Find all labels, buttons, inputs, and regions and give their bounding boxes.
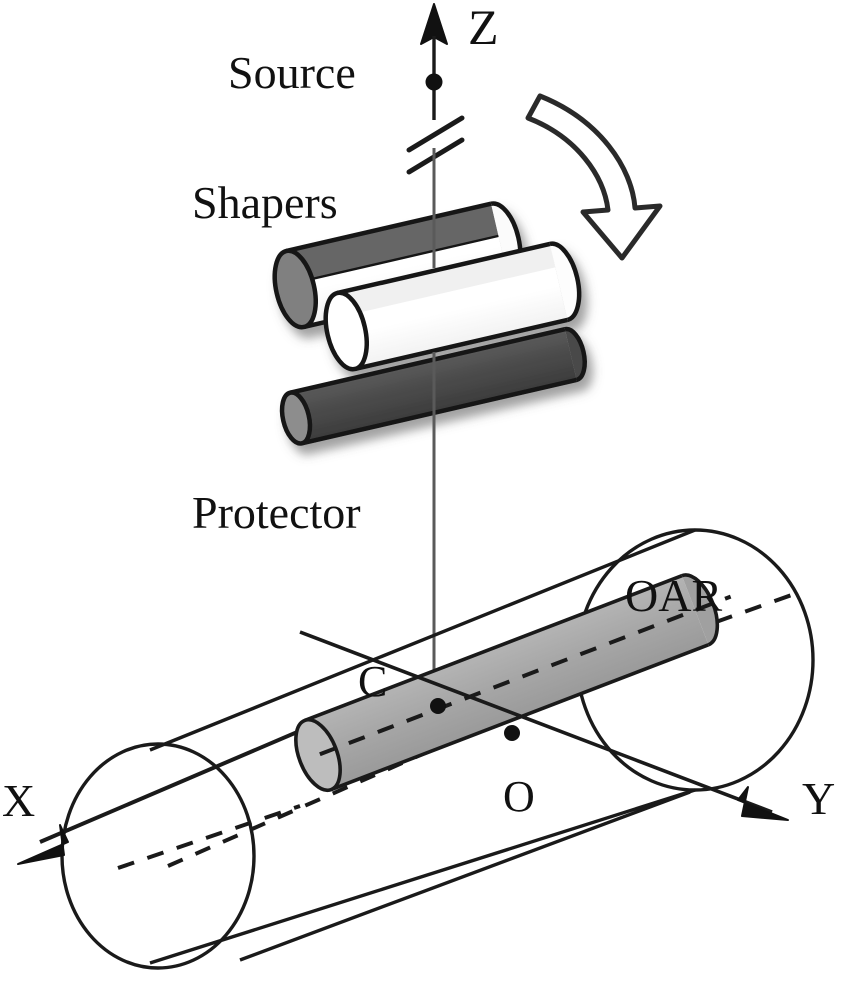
phantom-far-rim (694, 528, 815, 792)
phantom-bottom-edge (149, 788, 696, 965)
point-c-label: C (358, 657, 388, 706)
y-axis-line (299, 630, 773, 814)
arrow-down-right-icon (737, 786, 789, 821)
point-o-label: O (503, 772, 535, 821)
oar-centre-line-extension (715, 590, 801, 624)
source-dot-icon (425, 73, 443, 91)
oar-centre-line (319, 594, 732, 757)
phantom-bottom-edge-front (239, 790, 691, 962)
oar-label: OAR (625, 570, 723, 621)
protector-label: Protector (192, 487, 361, 538)
x-axis-visible-segment (39, 716, 331, 844)
z-axis-label: Z (468, 0, 499, 55)
y-axis-group (299, 630, 789, 821)
shaper-front (323, 241, 582, 372)
point-c-marker (430, 698, 446, 714)
y-axis-label: Y (802, 773, 836, 824)
shapers-label: Shapers (192, 177, 338, 228)
oar-cylinder (117, 573, 801, 870)
source-label: Source (228, 47, 356, 98)
x-axis-label: X (2, 775, 36, 826)
arrow-down-left-icon (17, 824, 69, 865)
point-o-marker (504, 725, 520, 741)
curved-rotation-arrow-icon (525, 93, 663, 261)
oar-centre-line-near-extension (117, 804, 301, 870)
phantom-top-edge (149, 528, 696, 752)
